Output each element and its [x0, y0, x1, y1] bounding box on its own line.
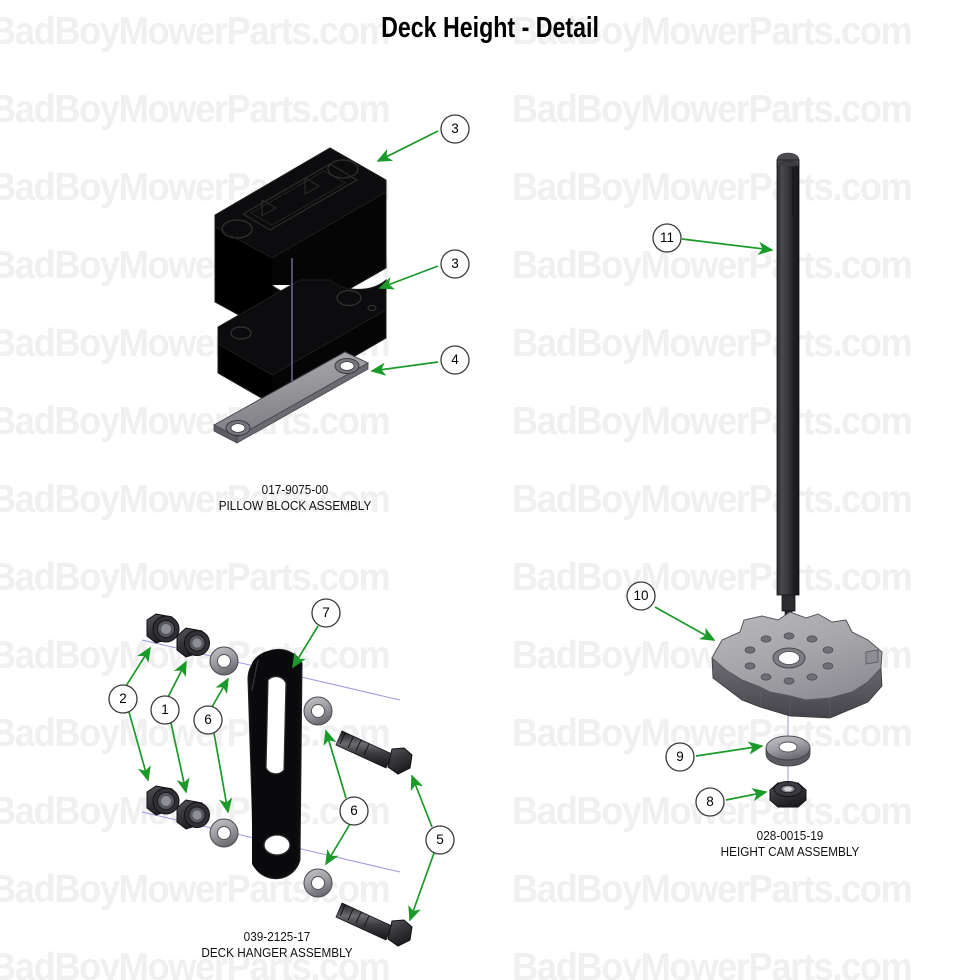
hanger-bolt-upper — [335, 730, 413, 775]
callout-4-circle[interactable] — [440, 345, 470, 375]
leader-lines-pillow-block — [370, 130, 439, 376]
callout-2-circle[interactable] — [108, 684, 138, 714]
hanger-washer-lower-right — [303, 868, 333, 898]
leader-lines-height-cam — [654, 238, 774, 802]
callout-10-circle[interactable] — [626, 581, 656, 611]
cam-lock-nut — [769, 781, 807, 808]
callout-8-circle[interactable] — [695, 787, 725, 817]
hanger-bolt-lower — [335, 902, 413, 947]
leader-lines-deck-hanger — [125, 625, 435, 922]
hanger-washer-lower-left — [209, 818, 239, 848]
callout-6-upper-circle[interactable] — [193, 705, 223, 735]
hanger-flange-nut-upper — [146, 613, 180, 644]
hanger-flange-nut-lower — [146, 785, 180, 816]
deck-hanger-plate — [247, 648, 303, 880]
hanger-washer-upper-left — [209, 646, 239, 676]
cam-flat-washer — [765, 735, 811, 767]
callout-9-circle[interactable] — [665, 742, 695, 772]
hanger-lock-nut-upper — [176, 627, 210, 658]
callout-6-lower-circle[interactable] — [339, 796, 369, 826]
pillow-block-strap — [212, 351, 370, 444]
callout-3-lower-circle[interactable] — [440, 249, 470, 279]
height-adjustment-rod — [776, 152, 800, 621]
callout-3-upper-circle[interactable] — [440, 114, 470, 144]
callout-balloons — [108, 114, 725, 855]
height-cam-plate — [711, 611, 883, 719]
callout-5-circle[interactable] — [425, 825, 455, 855]
callout-1-circle[interactable] — [150, 695, 180, 725]
callout-7-circle[interactable] — [311, 598, 341, 628]
callout-11-circle[interactable] — [652, 223, 682, 253]
hanger-lock-nut-lower — [176, 799, 210, 830]
hanger-washer-upper-right — [303, 696, 333, 726]
